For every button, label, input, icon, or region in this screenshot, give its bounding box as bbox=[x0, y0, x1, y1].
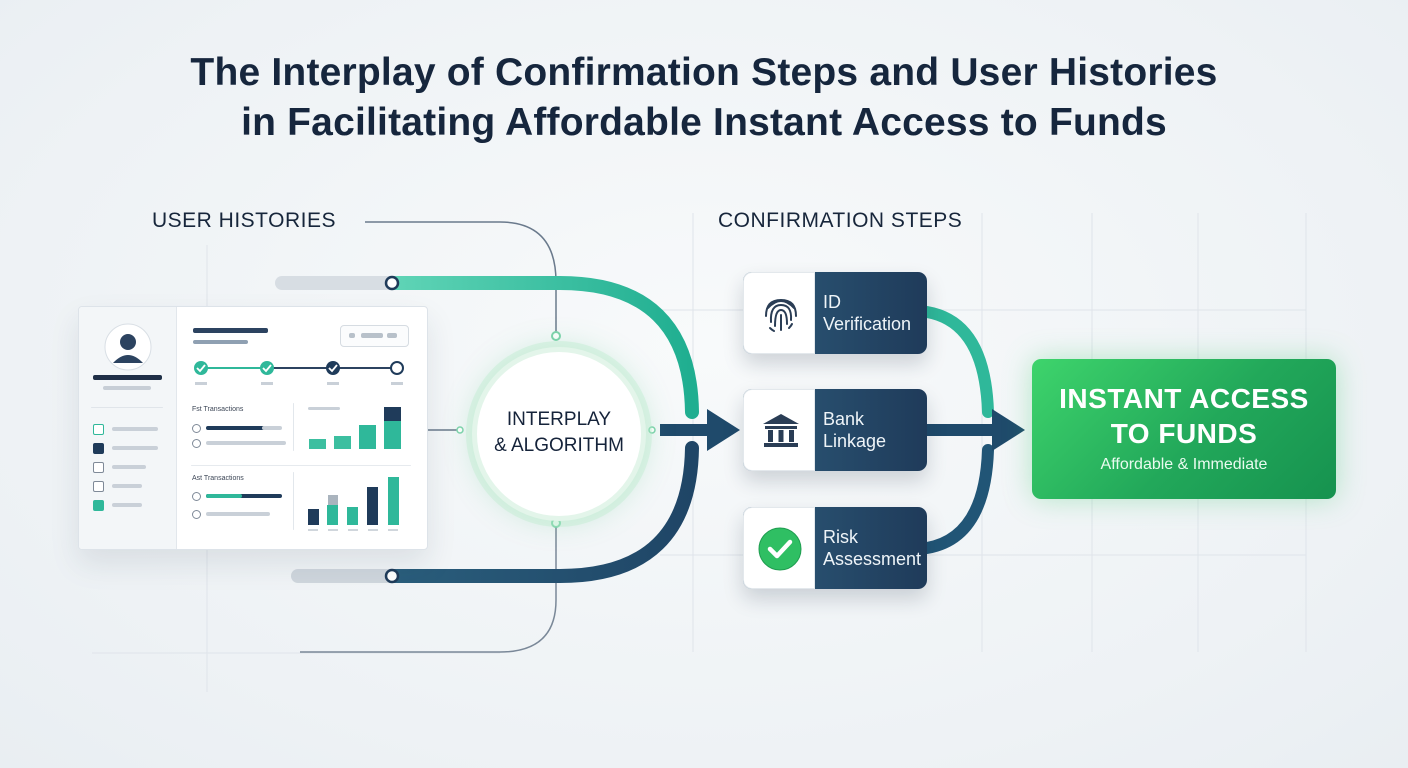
step-risk-assessment[interactable]: Risk Assessment bbox=[743, 507, 927, 589]
progress-stepper bbox=[194, 361, 404, 385]
top-pipe-node bbox=[384, 275, 400, 291]
interplay-algorithm-node: INTERPLAY & ALGORITHM bbox=[472, 347, 646, 521]
user-name-bar bbox=[93, 375, 162, 380]
user-histories-label: USER HISTORIES bbox=[152, 209, 336, 232]
bottom-pipe-node bbox=[384, 568, 400, 584]
step-1-line-2: Verification bbox=[823, 314, 912, 334]
step-3-line-1: Risk bbox=[823, 527, 858, 547]
bank-icon bbox=[763, 414, 799, 447]
dashboard-header-bar bbox=[193, 328, 268, 333]
filter-checkbox-4[interactable] bbox=[93, 481, 104, 492]
check-circle-icon bbox=[758, 527, 802, 571]
user-sub-bar bbox=[103, 386, 151, 390]
page-title: The Interplay of Confirmation Steps and … bbox=[0, 48, 1408, 148]
bottom-navy-arc bbox=[385, 441, 699, 583]
fingerprint-icon bbox=[765, 298, 797, 332]
filter-checkbox-1[interactable] bbox=[93, 424, 104, 435]
filter-checkbox-3[interactable] bbox=[93, 462, 104, 473]
center-line-1: INTERPLAY bbox=[506, 409, 612, 430]
step-3-line-2: Assessment bbox=[823, 549, 922, 569]
step-1-line-1: ID bbox=[823, 292, 841, 312]
transaction-radio-1[interactable] bbox=[192, 424, 201, 433]
transaction-radio-3[interactable] bbox=[192, 492, 201, 501]
instant-access-result: INSTANT ACCESS TO FUNDS Affordable & Imm… bbox=[1032, 359, 1336, 499]
final-subtitle: Affordable & Immediate bbox=[1100, 456, 1268, 473]
title-line-1: The Interplay of Confirmation Steps and … bbox=[190, 51, 1218, 94]
title-line-2: in Facilitating Affordable Instant Acces… bbox=[241, 101, 1167, 144]
transactions-label-2: Ast Transactions bbox=[192, 475, 244, 482]
arrow-to-steps-head bbox=[707, 409, 740, 451]
center-line-2: & ALGORITHM bbox=[494, 435, 624, 456]
steps-top-arc bbox=[921, 306, 994, 418]
filter-checkbox-5[interactable] bbox=[93, 500, 104, 511]
step-id-verification[interactable]: ID Verification bbox=[743, 272, 927, 354]
arrow-to-final-head bbox=[992, 409, 1025, 451]
filter-checkbox-2[interactable] bbox=[93, 443, 104, 454]
step-2-line-1: Bank bbox=[823, 409, 865, 429]
final-title-line-1: INSTANT ACCESS bbox=[1059, 383, 1309, 414]
step-bank-linkage[interactable]: Bank Linkage bbox=[743, 389, 927, 471]
transaction-radio-2[interactable] bbox=[192, 439, 201, 448]
center-connector-bottom bbox=[300, 526, 557, 653]
step-2-line-2: Linkage bbox=[823, 431, 887, 451]
transaction-radio-4[interactable] bbox=[192, 510, 201, 519]
mini-bar-chart-2 bbox=[308, 477, 399, 531]
dashboard-sidebar bbox=[79, 307, 177, 549]
connector-node-top bbox=[551, 331, 561, 341]
avatar-icon bbox=[104, 323, 152, 371]
user-history-dashboard: Fst Transactions Ast Transactions bbox=[78, 306, 428, 550]
confirmation-steps-label: CONFIRMATION STEPS bbox=[718, 209, 963, 232]
transactions-label-1: Fst Transactions bbox=[192, 406, 244, 413]
mini-bar-chart-1 bbox=[309, 407, 401, 449]
final-title-line-2: TO FUNDS bbox=[1110, 418, 1258, 449]
top-teal-arc bbox=[388, 276, 699, 419]
steps-bottom-arc bbox=[921, 444, 994, 554]
